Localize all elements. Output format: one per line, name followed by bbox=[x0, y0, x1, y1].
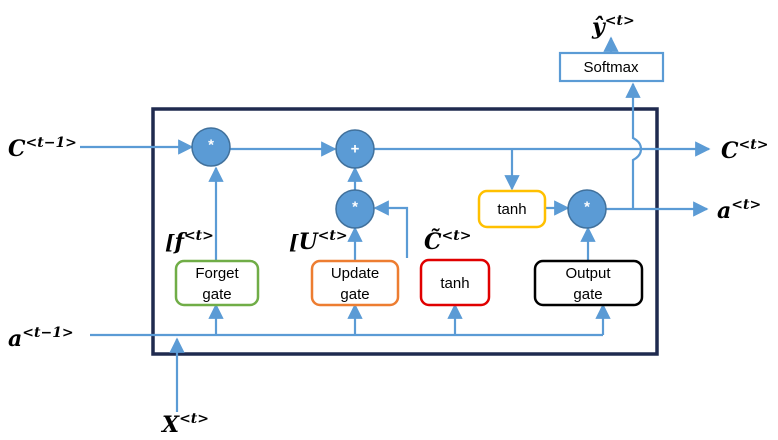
a-prev-label: a<t−1> bbox=[8, 325, 74, 352]
output-gate-box: Output gate bbox=[533, 259, 644, 307]
softmax-box: Softmax bbox=[558, 51, 665, 83]
multiply-operator-output: * bbox=[567, 189, 607, 229]
output-gate-label-1: Output bbox=[565, 265, 611, 282]
tanh-output-label: tanh bbox=[497, 201, 526, 218]
multiply-symbol: * bbox=[352, 199, 358, 216]
add-operator: + bbox=[335, 129, 375, 169]
connection-wires bbox=[80, 36, 711, 412]
tanh-output-box: tanh bbox=[477, 189, 547, 229]
forget-signal-label: [f<t> bbox=[165, 228, 214, 255]
y-hat-label: ŷ<t> bbox=[591, 13, 635, 40]
update-gate-box: Update gate bbox=[310, 259, 400, 307]
multiply-symbol: * bbox=[584, 199, 590, 216]
lstm-cell-boundary bbox=[151, 107, 659, 356]
update-signal-label: [U<t> bbox=[289, 228, 348, 255]
a-t-label: a<t> bbox=[717, 197, 761, 224]
update-gate-label-1: Update bbox=[331, 265, 379, 282]
output-gate-label-2: gate bbox=[573, 286, 602, 303]
forget-gate-label-2: gate bbox=[202, 286, 231, 303]
forget-gate-label-1: Forget bbox=[195, 265, 239, 282]
tanh-candidate-label: tanh bbox=[440, 275, 469, 292]
multiply-symbol: * bbox=[208, 137, 214, 154]
forget-gate-box: Forget gate bbox=[174, 259, 260, 307]
add-symbol: + bbox=[351, 141, 360, 158]
x-t-label: X<t> bbox=[160, 411, 209, 438]
update-gate-label-2: gate bbox=[340, 286, 369, 303]
c-prev-label: C<t−1> bbox=[8, 135, 77, 162]
multiply-operator-update: * bbox=[335, 189, 375, 229]
candidate-signal-label: C̃<t> bbox=[424, 228, 471, 255]
tanh-candidate-box: tanh bbox=[419, 258, 491, 307]
c-t-label: C<t> bbox=[721, 137, 768, 164]
softmax-label: Softmax bbox=[583, 59, 639, 76]
multiply-operator-forget: * bbox=[191, 127, 231, 167]
